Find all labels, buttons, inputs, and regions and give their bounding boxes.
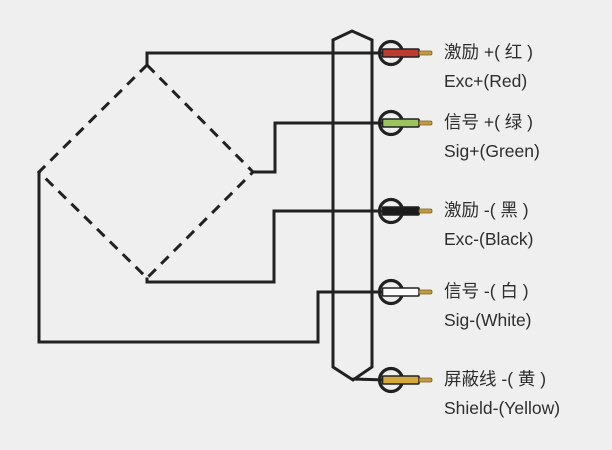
- wire-bar-green: [381, 118, 420, 128]
- wire-bar-black: [381, 206, 420, 216]
- label-exc-minus-en: Exc-(Black): [444, 229, 534, 249]
- label-sig-plus-en: Sig+(Green): [444, 141, 540, 161]
- label-shield-zh: 屏蔽线 -( 黄 ): [444, 369, 547, 389]
- label-shield: 屏蔽线 -( 黄 ) Shield-(Yellow): [444, 365, 560, 423]
- cable-connector-outline: [331, 29, 374, 382]
- label-exc-minus-zh: 激励 -( 黑 ): [444, 200, 529, 220]
- terminal-exc-minus: [377, 197, 433, 225]
- terminal-sig-minus: [377, 278, 433, 306]
- wire-tip-icon: [418, 377, 433, 383]
- bridge-diamond-outline: [36, 62, 256, 281]
- wire-shield: [352, 377, 388, 382]
- label-exc-minus: 激励 -( 黑 ) Exc-(Black): [444, 196, 533, 254]
- wire-sig-minus: [37, 171, 388, 344]
- terminal-shield: [377, 366, 433, 394]
- terminal-sig-plus: [377, 109, 433, 137]
- wire-sig-plus: [252, 121, 388, 174]
- wire-tip-icon: [418, 120, 433, 126]
- label-shield-en: Shield-(Yellow): [444, 398, 561, 418]
- wire-tip-icon: [418, 208, 433, 214]
- label-sig-plus: 信号 +( 绿 ) Sig+(Green): [444, 108, 540, 166]
- wire-bar-white: [381, 287, 420, 297]
- wire-bar-red: [381, 48, 420, 58]
- wire-exc-plus: [145, 51, 388, 66]
- wire-tip-icon: [418, 289, 433, 295]
- label-sig-plus-zh: 信号 +( 绿 ): [444, 112, 533, 132]
- wire-bar-yellow: [381, 375, 420, 385]
- label-sig-minus: 信号 -( 白 ) Sig-(White): [444, 277, 532, 335]
- label-exc-plus-zh: 激励 +( 红 ): [444, 42, 533, 62]
- wire-tip-icon: [418, 50, 433, 56]
- label-exc-plus-en: Exc+(Red): [444, 71, 528, 91]
- wire-exc-minus: [145, 209, 388, 284]
- terminal-exc-plus: [377, 39, 433, 67]
- label-sig-minus-en: Sig-(White): [444, 310, 532, 330]
- label-sig-minus-zh: 信号 -( 白 ): [444, 281, 529, 301]
- label-exc-plus: 激励 +( 红 ) Exc+(Red): [444, 38, 533, 96]
